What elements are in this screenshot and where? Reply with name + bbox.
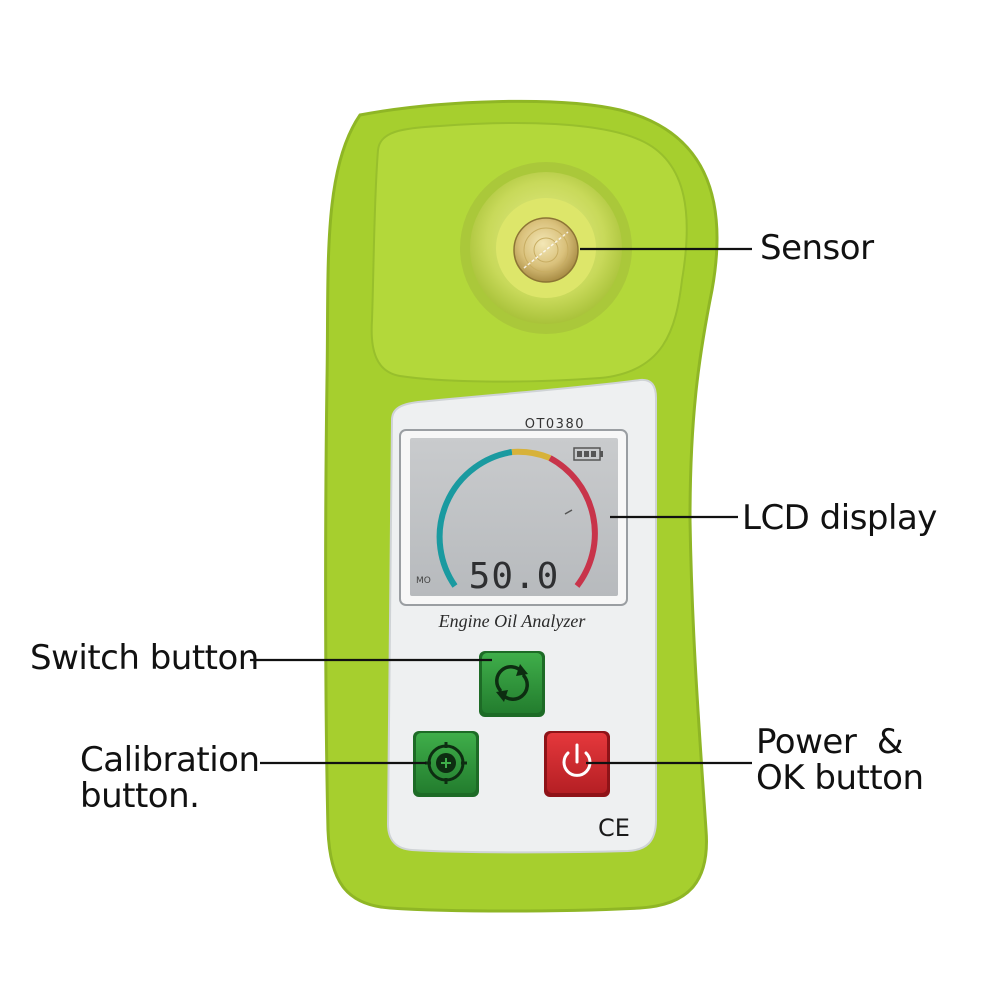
refresh-icon (495, 664, 529, 702)
product-name: Engine Oil Analyzer (438, 611, 587, 631)
gauge-needle (564, 509, 573, 515)
calibration-button[interactable] (413, 731, 479, 797)
calibration-callout-line2: button. (80, 776, 200, 816)
power-icon (562, 743, 592, 777)
switch-button-callout: Switch button (30, 638, 259, 678)
power-callout-line2: OK button (756, 758, 924, 798)
lcd-reading: 50.0 (469, 556, 560, 597)
battery-icon (573, 447, 603, 461)
sensor-callout: Sensor (760, 228, 874, 268)
ce-mark: CE (598, 814, 630, 842)
gauge-arc-warning (511, 448, 552, 461)
power-button-callout: Power & OK button (756, 724, 924, 796)
lcd-corner-mark: MO (416, 576, 431, 586)
lcd-display-callout: LCD display (742, 498, 937, 538)
gauge-arc-good (436, 449, 513, 588)
callout-lines (250, 247, 752, 765)
lcd-display: 50.0 MO (399, 429, 628, 606)
sensor (460, 162, 632, 334)
calibration-callout-line1: Calibration (80, 740, 260, 780)
model-number: OT0380 (525, 417, 585, 432)
calibration-button-callout: Calibration button. (80, 742, 260, 814)
power-button[interactable] (544, 731, 610, 797)
power-callout-line1: Power & (756, 722, 903, 762)
switch-button[interactable] (479, 651, 545, 717)
gauge-arc-bad (548, 455, 598, 588)
